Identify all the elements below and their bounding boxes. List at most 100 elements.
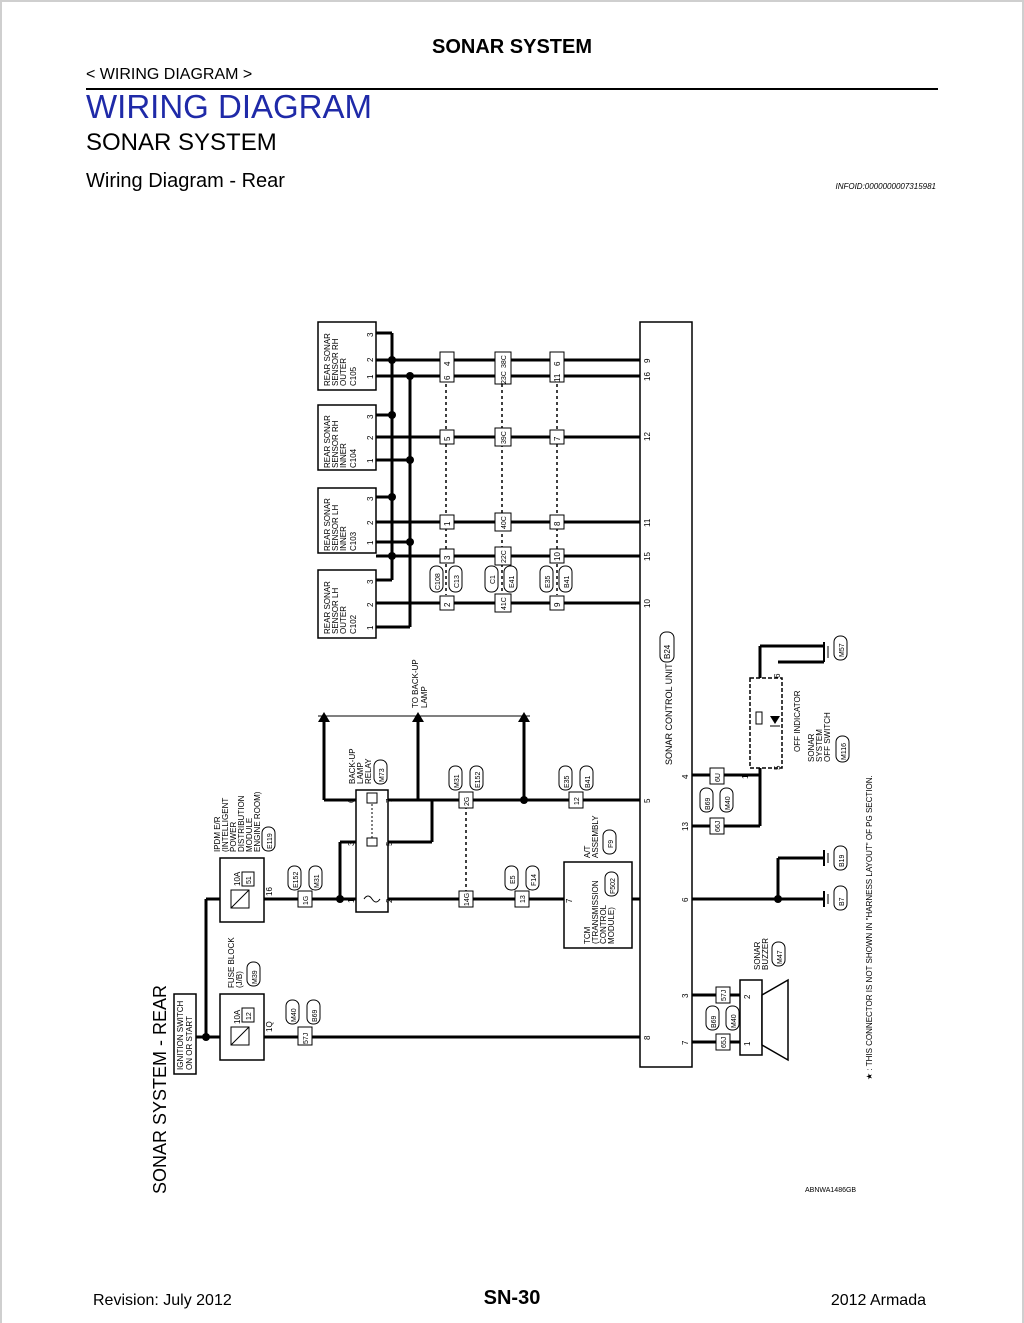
tcm-label: CONTROL (599, 904, 608, 944)
buzzer-conn: M47 (777, 950, 784, 964)
sensor-conn: C105 (349, 366, 358, 386)
tcm-label: (TRANSMISSION (591, 880, 600, 944)
harness-pin: 13 (520, 895, 527, 903)
breadcrumb[interactable]: < WIRING DIAGRAM > (86, 66, 253, 83)
sensor-pin: 2 (366, 602, 375, 607)
buzzer-pin: 2 (743, 994, 752, 999)
sensor-pin: 3 (366, 414, 375, 419)
relay-label: BACK-UP (348, 748, 357, 784)
ground-conn: B7 (839, 897, 846, 906)
off-switch-label: SONAR (807, 733, 816, 762)
relay-pin: 1 (347, 898, 356, 903)
joint-col1: 4 6 5 1 3 2 (439, 351, 455, 611)
off-switch-label: OFF SWITCH (823, 712, 832, 762)
fuse-block-fuse-no: 12 (246, 1012, 253, 1020)
sensor-pin: 2 (366, 357, 375, 362)
relay-pin: 7 (385, 798, 394, 803)
off-switch-label: SYSTEM (815, 729, 824, 762)
sensor-pin: 3 (366, 496, 375, 501)
relay-pin: 6 (347, 798, 356, 803)
joint-pin: 2 (443, 602, 452, 607)
harness-pin: 6U (715, 773, 722, 782)
ipdm-label: DISTRIBUTION (237, 795, 246, 852)
joint-pin: 22C (501, 550, 508, 563)
joint-pin: 7 (553, 436, 562, 441)
ground-conn: M57 (839, 643, 846, 657)
to-backup-label-1: TO BACK-UP (411, 659, 420, 708)
unit-pin: 11 (643, 518, 652, 527)
ignition-label: IGNITION SWITCH (176, 1000, 185, 1070)
joint-pin: 41C (501, 597, 508, 610)
sensor-pin: 1 (366, 540, 375, 545)
to-backup-label-2: LAMP (420, 686, 429, 708)
harness-conn: B69 (312, 1009, 319, 1022)
sensor-pin: 2 (366, 520, 375, 525)
unit-pin: 6 (681, 897, 690, 902)
sensor-pin: 1 (366, 458, 375, 463)
relay-label: RELAY (364, 758, 373, 784)
unit-pin: 9 (643, 358, 652, 363)
section-header-title: SONAR SYSTEM (431, 36, 593, 58)
tcm-label: MODULE) (607, 907, 616, 944)
sonar-control-unit-label: SONAR CONTROL UNIT (664, 663, 674, 765)
ipdm-label: (INTELLIGENT (221, 798, 230, 852)
side-title: SONAR SYSTEM - REAR (150, 985, 170, 1194)
footnote: ★ : THIS CONNECTOR IS NOT SHOWN IN "HARN… (865, 775, 874, 1080)
relay-pin: 2 (385, 898, 394, 903)
harness-pin: 65J (721, 1037, 728, 1048)
joint-col3: 6 11 7 8 10 9 (549, 351, 565, 611)
joint-conn: C108 (435, 573, 442, 590)
unit-pin: 5 (643, 798, 652, 803)
sensor-lh-inner: REAR SONAR SENSOR LH INNER C103 3 2 1 (317, 487, 377, 554)
sensor-pin: 1 (366, 374, 375, 379)
harness-conn: M40 (731, 1014, 738, 1028)
ground-b7: B7 (823, 885, 848, 911)
sensor-label-line: REAR SONAR (323, 333, 332, 386)
harness-conn: M31 (454, 774, 461, 788)
sensor-label-line: SENSOR LH (331, 588, 340, 634)
page-border-right (1022, 0, 1024, 1323)
ipdm-label: ENGINE ROOM) (253, 791, 262, 852)
fuse-block-conn: M39 (252, 970, 259, 984)
fuse-block-label: (J/B) (235, 971, 244, 988)
ipdm-label: POWER (229, 822, 238, 852)
footer-model: 2012 Armada (830, 1292, 926, 1309)
joint-pin: 4 (443, 361, 452, 366)
sensor-label-line: OUTER (339, 358, 348, 386)
joint-pin: 1 (443, 521, 452, 526)
at-assembly-conn: F9 (608, 840, 615, 848)
tcm-label: TCM (583, 926, 592, 944)
relay-label: LAMP (356, 762, 365, 784)
subsection-title: Wiring Diagram - Rear (86, 170, 285, 192)
sensor-rh-outer: REAR SONAR SENSOR RH OUTER C105 3 2 1 (317, 321, 377, 391)
fuse-block-pin: 1Q (265, 1021, 274, 1032)
joint-col2: 38C 23C 39C 40C 22C 41C (494, 351, 512, 613)
ipdm-module: 10A 51 16 IPDM E/R (INTELLIGENT POWER DI… (213, 791, 276, 923)
info-id: INFOID:0000000007315981 (835, 182, 936, 191)
fuse-block-label: FUSE BLOCK (227, 937, 236, 988)
ipdm-conn: E119 (267, 833, 274, 849)
tcm-module: TCM (TRANSMISSION CONTROL MODULE) F502 7… (563, 815, 633, 949)
joint-pin: 38C (501, 355, 508, 368)
buzzer-pin: 1 (743, 1041, 752, 1046)
harness-conn: E5 (510, 875, 517, 884)
tcm-conn: F502 (610, 878, 617, 894)
footer-revision: Revision: July 2012 (93, 1292, 232, 1309)
sensor-pin: 3 (366, 332, 375, 337)
sonar-control-unit-box (639, 321, 693, 1068)
ipdm-fuse: 10A (233, 871, 242, 886)
backup-lamp-relay: BACK-UP LAMP RELAY M73 1 2 3 5 6 7 (347, 748, 394, 913)
relay-pin: 3 (347, 841, 356, 846)
harness-conn: B69 (711, 1015, 718, 1028)
unit-pin: 10 (643, 599, 652, 608)
sensor-rh-inner: REAR SONAR SENSOR RH INNER C104 3 2 1 (317, 404, 377, 471)
joint-pin: 23C (501, 371, 508, 384)
ipdm-fuse-no: 51 (246, 876, 253, 884)
sensor-label-line: SENSOR RH (331, 338, 340, 386)
relay-conn: M73 (379, 768, 386, 782)
harness-pin: 14G (464, 893, 471, 906)
sensor-label-line: INNER (339, 526, 348, 551)
joint-pin: 40C (501, 516, 508, 529)
joint-pin: 3 (443, 555, 452, 560)
